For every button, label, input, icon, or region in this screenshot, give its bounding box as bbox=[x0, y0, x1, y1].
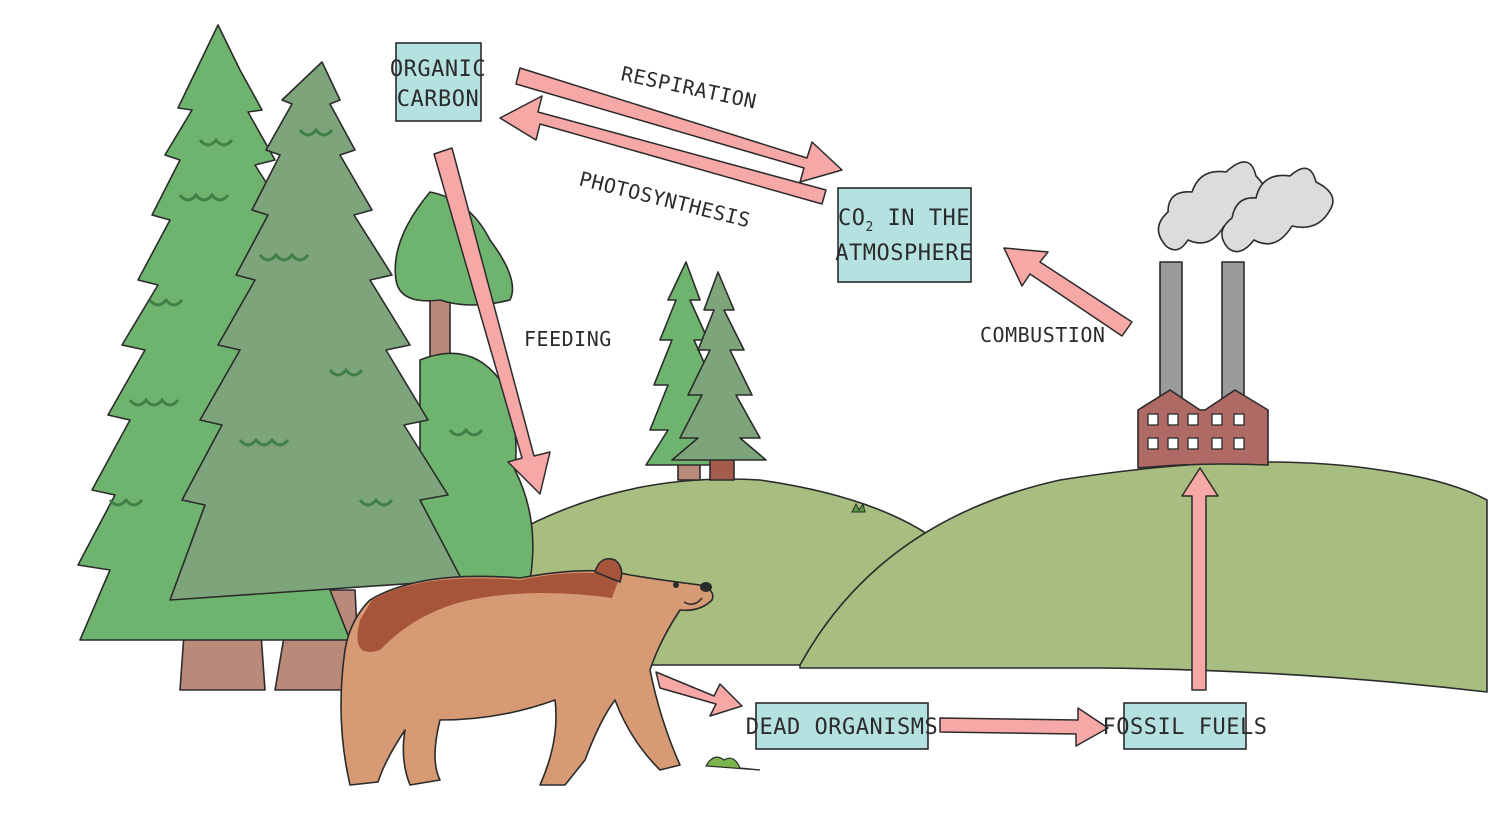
co2-atmosphere-box bbox=[837, 187, 972, 283]
chimney-right bbox=[1221, 261, 1245, 403]
factory-building bbox=[1137, 389, 1269, 469]
grass-tuft bbox=[851, 502, 866, 513]
fossil-fuels-box bbox=[1123, 702, 1247, 750]
respiration-arrow bbox=[515, 67, 843, 183]
forest bbox=[77, 24, 534, 691]
fossil-fuels-label: FOSSIL FUELS bbox=[1103, 715, 1268, 740]
organic-carbon-box bbox=[395, 42, 482, 122]
combustion-label: COMBUSTION bbox=[980, 323, 1105, 347]
node-fossil-fuels: FOSSIL FUELS bbox=[1103, 702, 1268, 750]
bear bbox=[340, 558, 714, 786]
small-trees bbox=[645, 261, 767, 481]
bear-ear bbox=[594, 558, 623, 583]
center-dark-tree bbox=[169, 61, 463, 601]
bear-mouth bbox=[683, 597, 703, 605]
dead-organisms-box bbox=[755, 702, 929, 750]
dead-organisms-label: DEAD ORGANISMS bbox=[746, 715, 938, 740]
dead-to-fossil-arrow bbox=[939, 707, 1109, 747]
bear-to-dead-arrow bbox=[655, 671, 743, 717]
factory-windows bbox=[1147, 413, 1245, 450]
right-hill bbox=[799, 461, 1488, 693]
factory bbox=[1137, 161, 1334, 469]
smoke-left bbox=[1157, 161, 1267, 251]
node-dead-organisms: DEAD ORGANISMS bbox=[746, 702, 938, 750]
bear-back-shading bbox=[357, 572, 620, 652]
bear-nose bbox=[700, 582, 712, 592]
bear-body bbox=[340, 569, 714, 786]
arrows bbox=[433, 67, 1219, 747]
chimney-left bbox=[1159, 261, 1183, 403]
feeding-label: FEEDING bbox=[524, 327, 612, 351]
fossil-to-factory-arrow bbox=[1181, 467, 1219, 691]
feeding-arrow bbox=[433, 147, 551, 495]
node-organic-carbon: ORGANIC CARBON bbox=[390, 42, 486, 122]
photosynthesis-arrow bbox=[499, 95, 827, 205]
tree-texture bbox=[108, 127, 484, 507]
smoke-right bbox=[1221, 167, 1334, 253]
combustion-arrow bbox=[1003, 247, 1133, 337]
co2-atmosphere-line2: ATMOSPHERE bbox=[835, 241, 972, 266]
leaf-on-ground bbox=[705, 756, 761, 771]
co2-atmosphere-line1: CO2 IN THE bbox=[838, 206, 970, 235]
bear-eye bbox=[673, 582, 679, 588]
node-co2-atmosphere: CO2 IN THE ATMOSPHERE bbox=[835, 187, 972, 283]
organic-carbon-line2: CARBON bbox=[397, 87, 479, 112]
organic-carbon-line1: ORGANIC bbox=[390, 57, 486, 82]
small-tree-2 bbox=[671, 271, 767, 461]
